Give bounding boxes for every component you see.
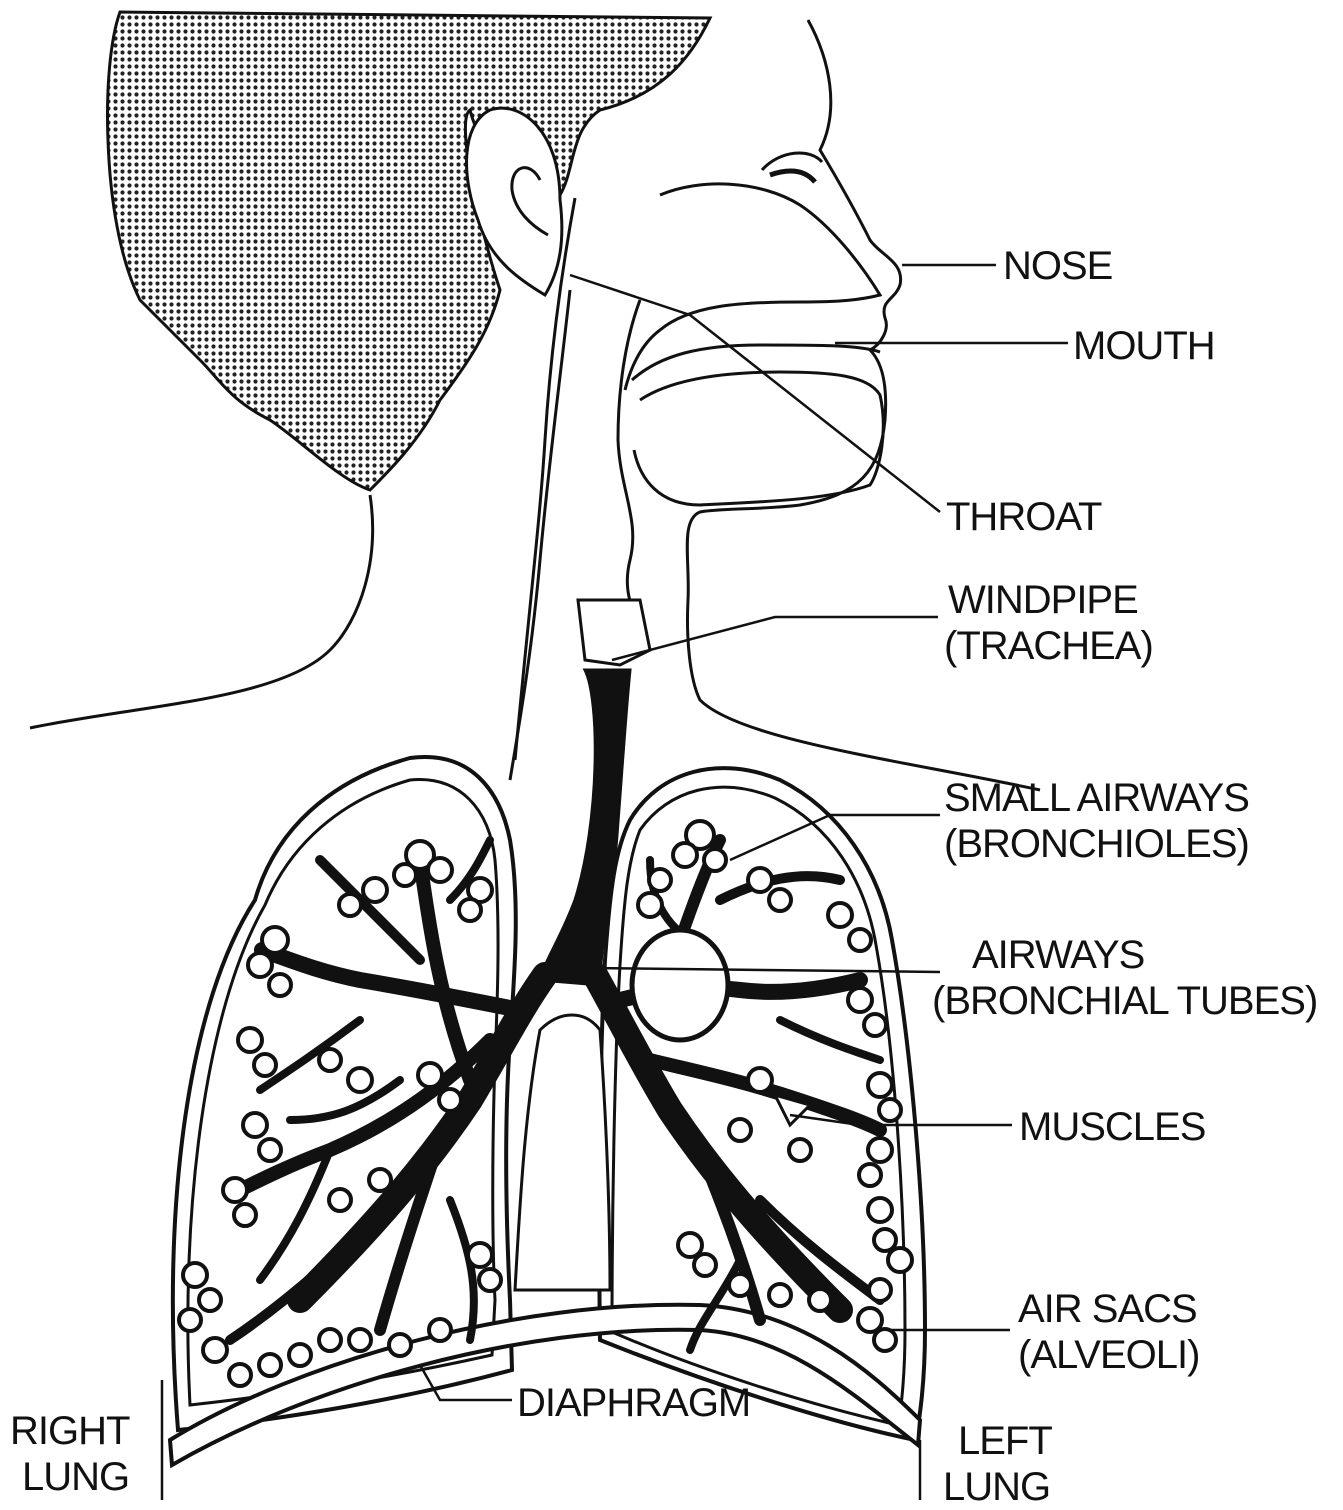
mediastinum	[515, 1015, 610, 1290]
label-left-lung: LEFT LUNG	[943, 1418, 1052, 1510]
label-air-sacs: AIR SACS (ALVEOLI)	[1018, 1286, 1199, 1378]
label-nose: NOSE	[1003, 243, 1112, 289]
label-right-lung: RIGHT LUNG	[10, 1408, 129, 1500]
label-small-airways: SMALL AIRWAYS (BRONCHIOLES)	[944, 775, 1249, 867]
label-diaphragm: DIAPHRAGM	[517, 1380, 750, 1426]
eye	[762, 153, 822, 182]
label-airways: AIRWAYS (BRONCHIAL TUBES)	[932, 932, 1317, 1024]
face-profile	[687, 20, 1040, 790]
label-windpipe: WINDPIPE (TRACHEA)	[944, 577, 1153, 669]
label-muscles: MUSCLES	[1019, 1104, 1205, 1150]
label-throat: THROAT	[946, 494, 1101, 540]
neck-shoulder	[30, 495, 373, 728]
leader-windpipe	[612, 617, 938, 660]
label-mouth: MOUTH	[1073, 323, 1215, 369]
bronchus-lumen	[632, 930, 728, 1040]
